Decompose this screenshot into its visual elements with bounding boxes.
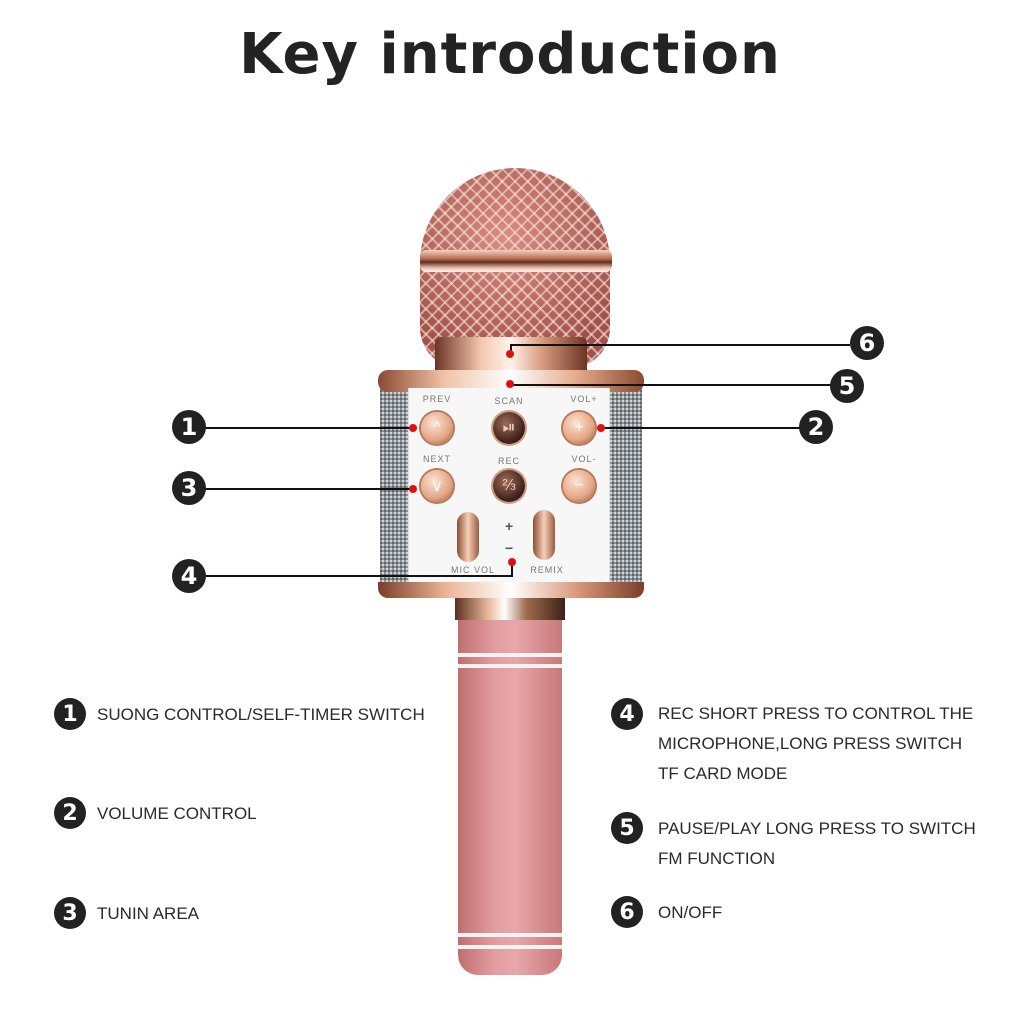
label-vol-minus: VOL-: [571, 454, 597, 464]
mic-handle: [458, 620, 562, 975]
legend-text-1: SUONG CONTROL/SELF-TIMER SWITCH: [97, 705, 425, 724]
legend-badge-2: 2: [54, 797, 86, 829]
callout-line-6: [510, 344, 850, 346]
callout-line-6-drop: [510, 344, 512, 354]
handle-stripe: [458, 653, 562, 657]
label-mic-vol: MIC VOL: [450, 565, 495, 575]
callout-marker-4: [508, 558, 516, 566]
minus-icon: −: [574, 477, 584, 494]
callout-badge-1: 1: [172, 410, 206, 444]
callout-line-4-rise: [511, 562, 513, 577]
handle-stripe: [458, 945, 562, 949]
legend-text-6: ON/OFF: [658, 903, 723, 922]
legend-text-2: VOLUME CONTROL: [97, 804, 257, 823]
scan-button[interactable]: ⏯: [493, 412, 525, 444]
handle-stripe: [458, 933, 562, 937]
legend-badge-6: 6: [611, 896, 643, 928]
plus-icon: +: [574, 419, 584, 436]
handle-collar: [455, 598, 565, 620]
callout-marker-6: [506, 350, 514, 358]
callout-marker-2: [597, 424, 605, 432]
callout-line-2: [602, 427, 802, 429]
callout-line-3: [205, 488, 415, 490]
legend-text-5: PAUSE/PLAY LONG PRESS TO SWITCH FM FUNCT…: [658, 819, 976, 868]
callout-line-4: [205, 575, 513, 577]
play-pause-icon: ⏯: [502, 419, 516, 436]
prev-button[interactable]: ^: [421, 412, 453, 444]
legend-badge-5: 5: [611, 812, 643, 844]
label-prev: PREV: [422, 394, 452, 404]
legend-badge-4: 4: [611, 698, 643, 730]
rec-button[interactable]: ⅔: [493, 470, 525, 502]
mic-grille-ring: [420, 250, 612, 272]
callout-line-5: [512, 384, 832, 386]
callout-badge-5: 5: [830, 369, 864, 403]
body-bottom-rim: [378, 582, 644, 598]
legend-badge-3: 3: [54, 897, 86, 929]
vol-plus-button[interactable]: +: [563, 412, 595, 444]
minus-sign: −: [505, 540, 514, 556]
handle-stripe: [458, 664, 562, 668]
callout-badge-6: 6: [850, 326, 884, 360]
next-button[interactable]: ∨: [421, 470, 453, 502]
mic-vol-slider[interactable]: [457, 512, 479, 562]
callout-badge-2: 2: [799, 410, 833, 444]
control-panel: PREV SCAN VOL+ ^ ⏯ + NEXT REC VOL- ∨ ⅔ −…: [408, 388, 610, 584]
legend-badge-1: 1: [54, 698, 86, 730]
label-rec: REC: [497, 456, 520, 466]
callout-marker-1: [409, 424, 417, 432]
label-next: NEXT: [422, 454, 451, 464]
record-icon: ⅔: [502, 477, 516, 494]
label-scan: SCAN: [494, 396, 524, 406]
legend-text-3: TUNIN AREA: [97, 904, 200, 923]
chevron-down-icon: ∨: [431, 478, 443, 495]
label-remix: REMIX: [530, 565, 564, 575]
chevron-up-icon: ^: [433, 419, 441, 436]
label-vol-plus: VOL+: [570, 394, 598, 404]
callout-marker-3: [409, 485, 417, 493]
callout-badge-4: 4: [172, 559, 206, 593]
legend-text-4: REC SHORT PRESS TO CONTROL THE MICROPHON…: [658, 704, 974, 783]
remix-slider[interactable]: [533, 510, 555, 560]
plus-sign: +: [505, 518, 514, 534]
callout-marker-5: [506, 380, 514, 388]
callout-line-1: [205, 427, 415, 429]
callout-badge-3: 3: [172, 471, 206, 505]
page-title: Key introduction: [239, 22, 781, 87]
vol-minus-button[interactable]: −: [563, 470, 595, 502]
